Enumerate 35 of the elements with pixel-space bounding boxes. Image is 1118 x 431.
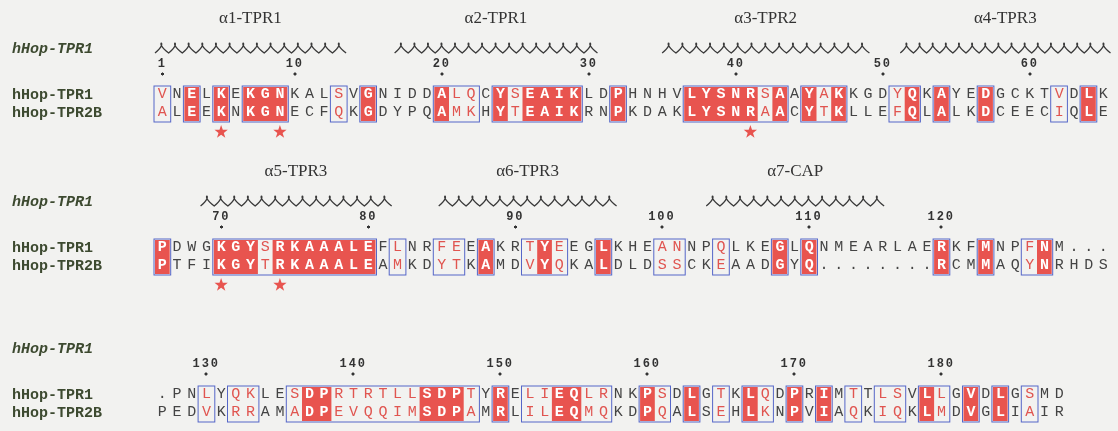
position-number: 160: [633, 358, 662, 376]
sequence-name: hHop-TPR1: [12, 388, 93, 403]
position-number: 10: [285, 58, 305, 76]
position-number: 30: [579, 58, 599, 76]
helix-label: α7-CAP: [767, 162, 824, 179]
reference-sequence-name: hHop-TPR1: [12, 42, 93, 57]
helix-label: α4-TPR3: [973, 9, 1037, 26]
position-number: 140: [339, 358, 368, 376]
sequence-name: hHop-TPR2B: [12, 259, 102, 274]
position-number: 1: [157, 58, 168, 76]
position-number: 70: [212, 211, 231, 229]
position-number: 50: [873, 58, 893, 76]
helix-label: α6-TPR3: [496, 162, 559, 179]
helix-label: α1-TPR1: [219, 9, 282, 26]
sequence-name: hHop-TPR1: [12, 88, 93, 103]
position-number: 100: [648, 211, 676, 229]
position-number: 120: [927, 211, 956, 229]
position-number: 180: [927, 358, 956, 376]
position-number: 130: [192, 358, 221, 376]
helix-label: α2-TPR1: [464, 9, 528, 26]
position-number: 80: [359, 211, 378, 229]
reference-sequence-name: hHop-TPR1: [12, 195, 93, 210]
reference-sequence-name: hHop-TPR1: [12, 342, 93, 357]
position-number: 90: [506, 211, 525, 229]
sequence-name: hHop-TPR2B: [12, 106, 102, 121]
position-number: 170: [780, 358, 809, 376]
position-number: 40: [726, 58, 746, 76]
helix-label: α3-TPR2: [734, 9, 798, 26]
sequence-name: hHop-TPR1: [12, 241, 93, 256]
sequence-name: hHop-TPR2B: [12, 406, 102, 421]
position-number: 110: [795, 211, 823, 229]
position-number: 150: [486, 358, 515, 376]
position-number: 60: [1020, 58, 1040, 76]
position-number: 20: [432, 58, 452, 76]
helix-label: α5-TPR3: [264, 162, 328, 179]
